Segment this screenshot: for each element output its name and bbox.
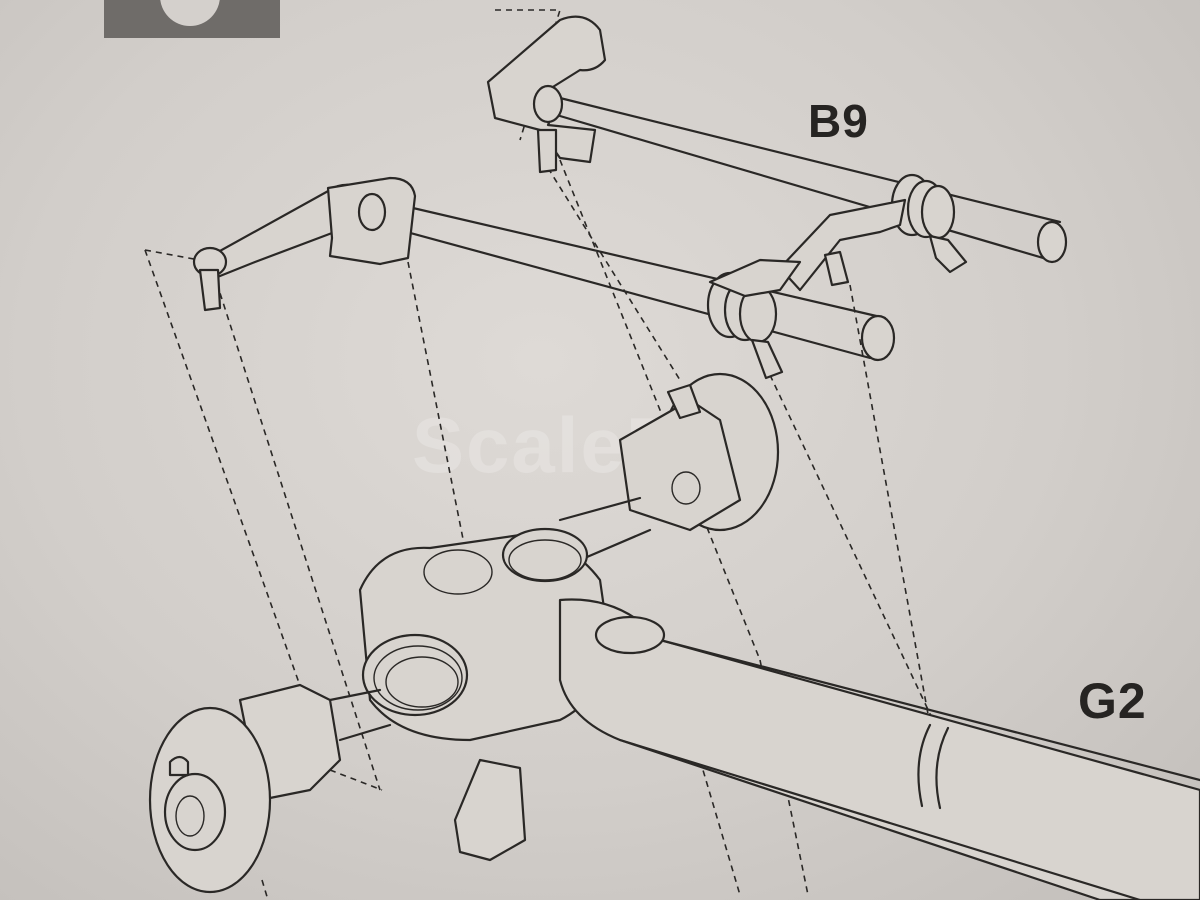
- guide-line-inner-left: [407, 261, 496, 701]
- guide-line-bottom-stub: [261, 879, 269, 900]
- part-label-b9: B9: [808, 95, 869, 147]
- guide-line-outer-left-2: [144, 249, 331, 771]
- guide-line-right: [769, 374, 941, 736]
- guide-line-center-long: [559, 159, 761, 661]
- guide-line-center-low: [759, 659, 809, 896]
- guide-line-lower: [699, 759, 741, 896]
- part-label-g2: G2: [1078, 673, 1147, 729]
- guide-line-bottom-link: [329, 769, 383, 791]
- guide-line-center-upper: [547, 167, 681, 381]
- guide-line-right-2: [849, 284, 931, 726]
- part-b9-upper-assembly: [486, 15, 1068, 292]
- part-g2-axle-assembly: [148, 372, 1200, 900]
- part-lower-rod-assembly: [192, 176, 896, 380]
